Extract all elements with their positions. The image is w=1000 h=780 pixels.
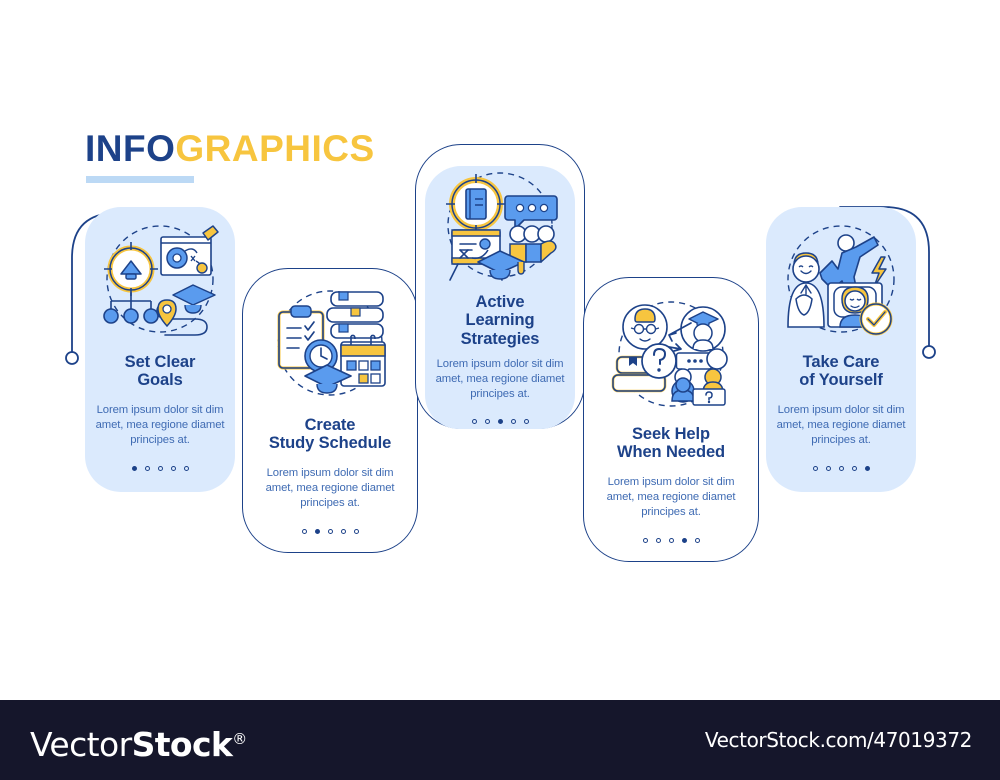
wellness-sleep-energy-icon bbox=[780, 223, 902, 341]
step-dots[interactable] bbox=[642, 537, 700, 543]
step-dots[interactable] bbox=[471, 419, 529, 425]
footer-bar: VectorStock® VectorStock.com/47019372 bbox=[0, 700, 1000, 780]
title-graphics-part: GRAPHICS bbox=[175, 128, 375, 169]
title-text: INFOGRAPHICS bbox=[85, 128, 505, 170]
card-description: Lorem ipsum dolor sit dim amet, mea regi… bbox=[265, 466, 395, 509]
step-dot[interactable] bbox=[864, 465, 870, 471]
card-title: Take Care of Yourself bbox=[799, 353, 883, 390]
step-dot[interactable] bbox=[327, 528, 333, 534]
card-title: Set Clear Goals bbox=[125, 353, 196, 390]
card-title-line: of Yourself bbox=[799, 371, 883, 390]
step-dots[interactable] bbox=[131, 465, 189, 471]
step-dots[interactable] bbox=[812, 465, 870, 471]
card-take-care-of-yourself[interactable]: Take Care of Yourself Lorem ipsum dolor … bbox=[766, 207, 916, 492]
step-dot[interactable] bbox=[812, 465, 818, 471]
card-title-line: Take Care bbox=[802, 353, 880, 371]
step-dot[interactable] bbox=[497, 419, 503, 425]
step-dot[interactable] bbox=[642, 537, 648, 543]
card-title-line: Set Clear bbox=[124, 353, 196, 371]
card-title-line: When Needed bbox=[617, 443, 725, 462]
page-title: INFOGRAPHICS bbox=[85, 128, 505, 198]
step-dot[interactable] bbox=[183, 465, 189, 471]
title-info-part: INFO bbox=[85, 128, 176, 169]
step-dot[interactable] bbox=[301, 528, 307, 534]
step-dot[interactable] bbox=[170, 465, 176, 471]
step-dot[interactable] bbox=[471, 419, 477, 425]
logo-bold-part: Stock bbox=[131, 725, 233, 764]
title-underline bbox=[86, 176, 194, 183]
card-background bbox=[583, 277, 759, 562]
card-description: Lorem ipsum dolor sit dim amet, mea regi… bbox=[435, 358, 565, 401]
step-dot[interactable] bbox=[144, 465, 150, 471]
card-set-clear-goals[interactable]: Set Clear Goals Lorem ipsum dolor sit di… bbox=[85, 207, 235, 492]
card-title-line: Seek Help bbox=[632, 425, 710, 443]
step-dot[interactable] bbox=[484, 419, 490, 425]
step-dot[interactable] bbox=[510, 419, 516, 425]
step-dot[interactable] bbox=[314, 528, 320, 534]
logo-light-part: Vector bbox=[30, 725, 132, 764]
step-dot[interactable] bbox=[694, 537, 700, 543]
book-target-whiteboard-icon bbox=[438, 172, 562, 282]
card-create-study-schedule[interactable]: Create Study Schedule Lorem ipsum dolor … bbox=[242, 268, 418, 553]
goals-target-graduation-icon bbox=[99, 223, 221, 341]
mentor-question-chat-icon bbox=[609, 299, 733, 411]
card-description: Lorem ipsum dolor sit dim amet, mea regi… bbox=[95, 403, 225, 446]
card-seek-help-when-needed[interactable]: Seek Help When Needed Lorem ipsum dolor … bbox=[583, 277, 759, 562]
vectorstock-url: VectorStock.com/47019372 bbox=[704, 728, 972, 752]
step-dot[interactable] bbox=[655, 537, 661, 543]
card-title: Seek Help When Needed bbox=[617, 425, 725, 462]
step-dot[interactable] bbox=[523, 419, 529, 425]
card-title: Active Learning Strategies bbox=[461, 293, 540, 348]
card-title-line: Learning bbox=[465, 311, 535, 330]
step-dots[interactable] bbox=[301, 528, 359, 534]
card-title-line: Goals bbox=[137, 371, 183, 390]
vectorstock-logo: VectorStock® bbox=[30, 719, 247, 765]
step-dot[interactable] bbox=[851, 465, 857, 471]
step-dot[interactable] bbox=[353, 528, 359, 534]
step-dot[interactable] bbox=[838, 465, 844, 471]
card-title-line: Study Schedule bbox=[268, 434, 392, 453]
connector-left-endpoint bbox=[65, 351, 79, 365]
step-dot[interactable] bbox=[340, 528, 346, 534]
step-dot[interactable] bbox=[668, 537, 674, 543]
step-dot[interactable] bbox=[825, 465, 831, 471]
card-description: Lorem ipsum dolor sit dim amet, mea regi… bbox=[776, 403, 906, 446]
card-title: Create Study Schedule bbox=[269, 416, 391, 453]
card-active-learning-strategies[interactable]: Active Learning Strategies Lorem ipsum d… bbox=[415, 144, 585, 429]
registered-trademark-icon: ® bbox=[232, 730, 247, 748]
step-dot[interactable] bbox=[157, 465, 163, 471]
clipboard-calendar-clock-icon bbox=[269, 290, 391, 402]
card-title-line: Create bbox=[304, 416, 356, 434]
step-dot[interactable] bbox=[131, 465, 137, 471]
connector-right-endpoint bbox=[922, 345, 936, 359]
card-title-line: Strategies bbox=[460, 329, 540, 348]
step-dot[interactable] bbox=[681, 537, 687, 543]
card-description: Lorem ipsum dolor sit dim amet, mea regi… bbox=[606, 475, 736, 518]
card-title-line: Active bbox=[475, 293, 525, 311]
